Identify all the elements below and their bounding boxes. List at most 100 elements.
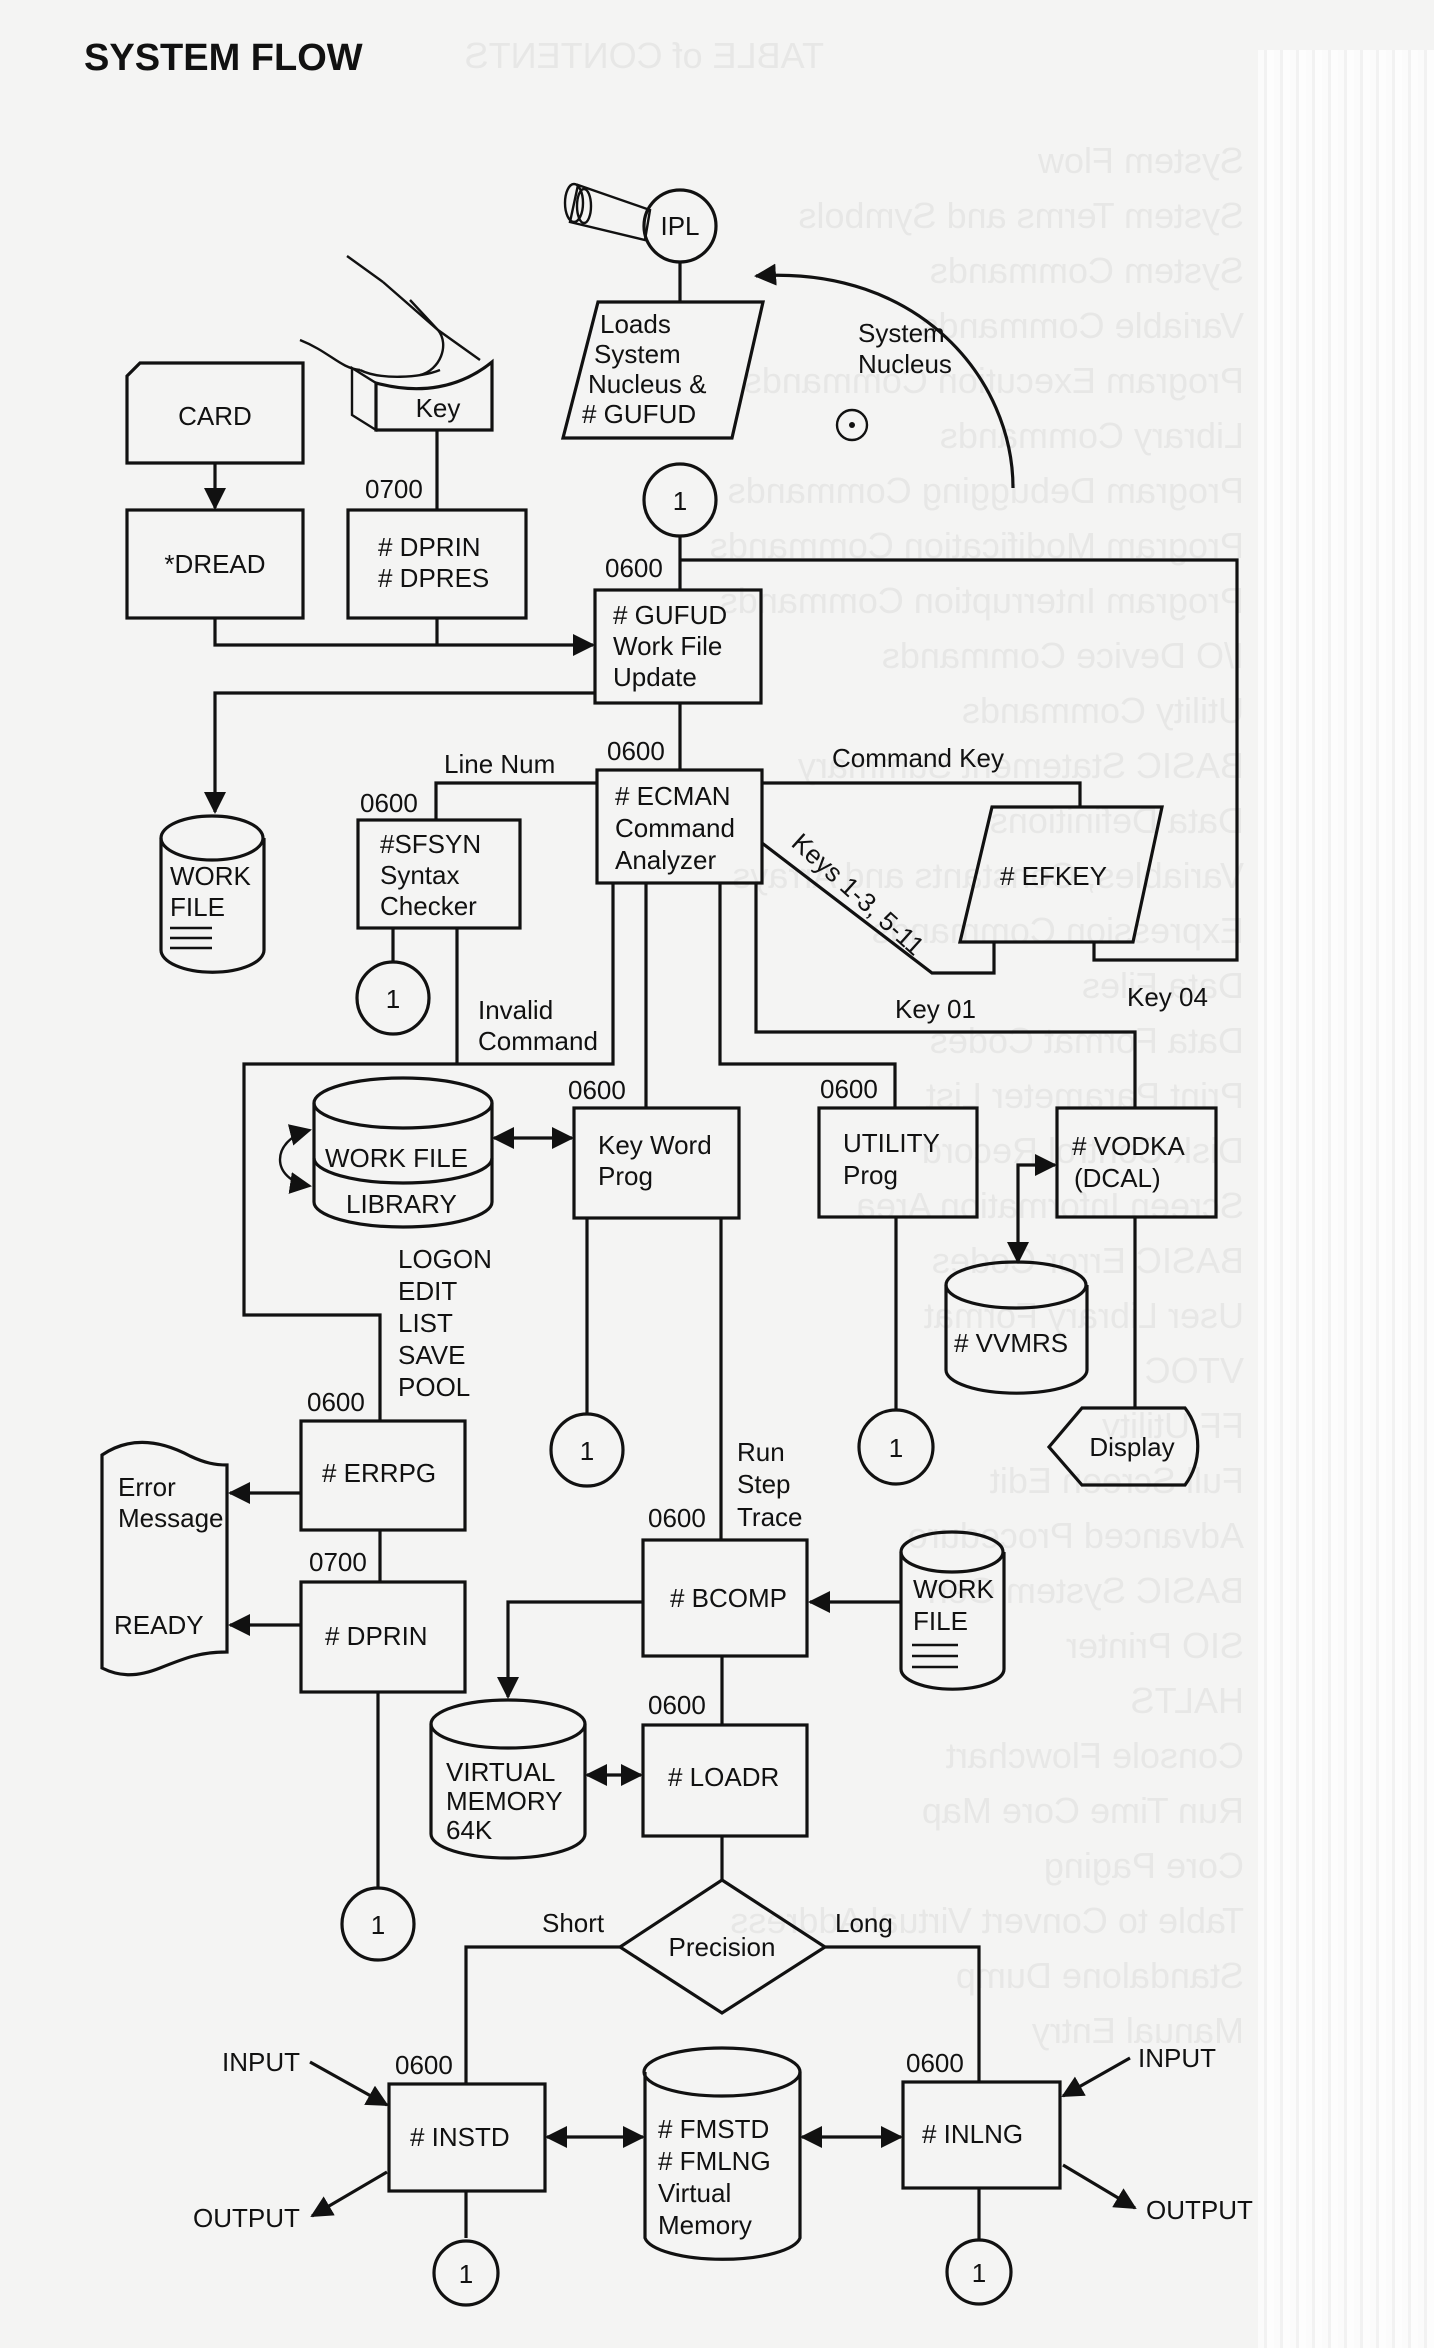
errpg-label: # ERRPG	[322, 1458, 436, 1488]
instd-node[interactable]: # INSTD	[387, 2082, 547, 2193]
edge-invalid-errpg	[242, 883, 615, 1421]
edge-gufud-workfile	[204, 691, 595, 814]
card-node[interactable]: CARD	[125, 361, 305, 465]
fm-line: Virtual	[658, 2178, 731, 2208]
gufud-node[interactable]: # GUFUD Work File Update	[593, 588, 763, 705]
vvmrs-node[interactable]: # VVMRS	[944, 1260, 1089, 1395]
dprin-node[interactable]: # DPRIN	[299, 1580, 467, 1694]
connector-1[interactable]: 1	[642, 462, 718, 538]
inlng-node[interactable]: # INLNG	[901, 2080, 1062, 2190]
loadr-label: # LOADR	[668, 1762, 779, 1792]
edge-label-line-num: Line Num	[444, 749, 555, 779]
loadr-node[interactable]: # LOADR	[641, 1723, 809, 1838]
dprin-dpres-node[interactable]: # DPRIN # DPRES	[346, 508, 528, 620]
nucleus-point-icon	[835, 408, 869, 442]
dread-label: *DREAD	[164, 549, 265, 579]
output-label-right: OUTPUT	[1146, 2195, 1253, 2225]
connector-1[interactable]: 1	[549, 1412, 625, 1488]
inlng-label: # INLNG	[922, 2119, 1023, 2149]
vodka-line: (DCAL)	[1074, 1163, 1161, 1193]
loads-line: # GUFUD	[582, 399, 696, 429]
vodka-node[interactable]: # VODKA (DCAL)	[1055, 1106, 1218, 1219]
virtual-memory-node[interactable]: VIRTUAL MEMORY 64K	[429, 1698, 587, 1860]
sfsyn-node[interactable]: #SFSYN Syntax Checker	[356, 818, 522, 930]
connector-label: 1	[459, 2259, 473, 2289]
connector-label: 1	[386, 984, 400, 1014]
connector-label: 1	[972, 2258, 986, 2288]
work-file-1-node[interactable]: WORK FILE	[159, 814, 266, 974]
utility-line: Prog	[843, 1160, 898, 1190]
loads-line: Loads	[600, 309, 671, 339]
input-label-right: INPUT	[1138, 2043, 1216, 2073]
input-label-left: INPUT	[222, 2047, 300, 2077]
edge-label-command-key: Command Key	[832, 743, 1004, 773]
ipl-node[interactable]: IPL	[642, 188, 718, 264]
precision-decision[interactable]: Precision	[617, 1878, 828, 2015]
connector-label: 1	[371, 1910, 385, 1940]
connector-1[interactable]: 1	[945, 2238, 1013, 2306]
workfile-library-node[interactable]: WORK FILE LIBRARY	[312, 1076, 494, 1229]
terminal-ready: READY	[114, 1610, 204, 1640]
edge-dread-gufud	[213, 618, 595, 656]
keyword-node[interactable]: Key Word Prog	[572, 1106, 741, 1220]
command-list: LIST	[398, 1308, 453, 1338]
ecman-line: # ECMAN	[615, 781, 731, 811]
connector-1[interactable]: 1	[340, 1886, 416, 1962]
output-label-left: OUTPUT	[193, 2203, 300, 2233]
terminal-line: Message	[118, 1503, 224, 1533]
edge-ecman-sfsyn	[434, 781, 597, 820]
vm-line: MEMORY	[446, 1786, 563, 1816]
keyboard-key-icon[interactable]: Key	[299, 255, 494, 433]
dread-node[interactable]: *DREAD	[125, 508, 305, 620]
vm-line: VIRTUAL	[446, 1757, 555, 1787]
edge-input-instd	[309, 2060, 389, 2107]
work-file-2-node[interactable]: WORK FILE	[899, 1530, 1006, 1691]
loads-line: Nucleus &	[588, 369, 707, 399]
page-title: SYSTEM FLOW	[84, 37, 363, 79]
command-pool: POOL	[398, 1372, 470, 1402]
inlng-code: 0600	[906, 2048, 964, 2078]
bcomp-label: # BCOMP	[670, 1583, 787, 1613]
display-label: Display	[1089, 1432, 1174, 1462]
bcomp-node[interactable]: # BCOMP	[641, 1538, 809, 1658]
efkey-node[interactable]: # EFKEY	[957, 805, 1164, 944]
edge-precision-long	[825, 1945, 981, 2082]
connector-1[interactable]: 1	[857, 1408, 935, 1486]
loads-node[interactable]: Loads System Nucleus & # GUFUD	[560, 300, 766, 440]
keyword-line: Prog	[598, 1161, 653, 1191]
edge-instd-output	[310, 2170, 388, 2218]
errpg-node[interactable]: # ERRPG	[299, 1419, 467, 1532]
connector-label: 1	[580, 1436, 594, 1466]
page-edge-strip	[1258, 50, 1434, 2348]
sfsyn-code: 0600	[360, 788, 418, 818]
edge-label-keys-range: Keys 1-3, 5-11	[786, 827, 930, 961]
system-nucleus-label: Nucleus	[858, 349, 952, 379]
vodka-line: # VODKA	[1072, 1131, 1185, 1161]
connector-1[interactable]: 1	[432, 2239, 500, 2307]
file-lines-icon	[912, 1643, 958, 1669]
errpg-code: 0600	[307, 1387, 365, 1417]
loads-line: System	[594, 339, 681, 369]
edge-input-inlng	[1061, 2056, 1131, 2098]
gufud-line: Work File	[613, 631, 722, 661]
display-node[interactable]: Display	[1046, 1406, 1200, 1487]
ecman-node[interactable]: # ECMAN Command Analyzer	[595, 768, 764, 885]
edge-bcomp-vm	[497, 1600, 643, 1699]
edge-vodka-vvmrs	[1007, 1154, 1057, 1264]
sfsyn-line: Checker	[380, 891, 477, 921]
precision-label: Precision	[669, 1932, 776, 1962]
fm-virtual-memory-node[interactable]: # FMSTD # FMLNG Virtual Memory	[642, 2046, 802, 2261]
utility-node[interactable]: UTILITY Prog	[817, 1106, 979, 1219]
gufud-code: 0600	[605, 553, 663, 583]
dprin-label: # DPRIN	[325, 1621, 428, 1651]
instd-code: 0600	[395, 2050, 453, 2080]
connector-1[interactable]: 1	[355, 960, 431, 1036]
ecman-code: 0600	[607, 736, 665, 766]
work-file-line: WORK	[170, 861, 252, 891]
edge-label-short: Short	[542, 1908, 605, 1938]
workfile-library-line: LIBRARY	[346, 1189, 457, 1219]
edge-label-key04: Key 04	[1127, 982, 1208, 1012]
terminal-output-node[interactable]: Error Message READY	[100, 1440, 229, 1677]
edge-label-invalid: Command	[478, 1026, 598, 1056]
edge-label-run: Run	[737, 1437, 785, 1467]
